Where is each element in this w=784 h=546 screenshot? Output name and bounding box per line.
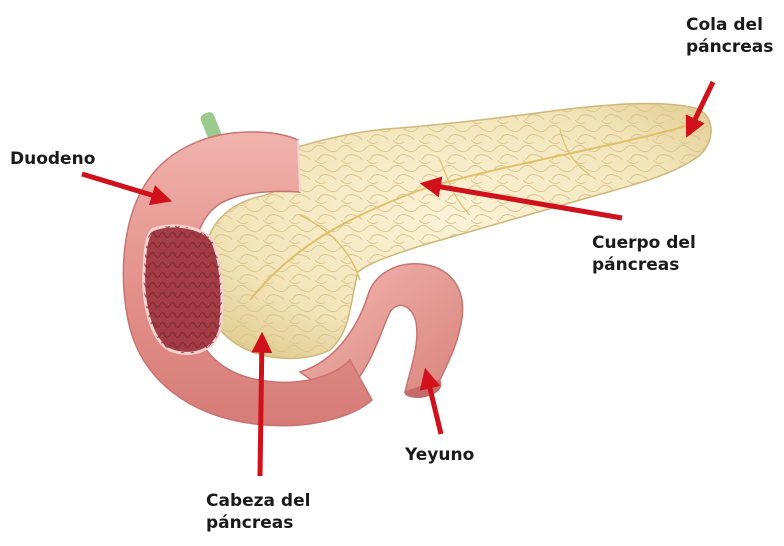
arrow-cabeza	[260, 336, 262, 476]
label-cabeza-del-pancreas: Cabeza del páncreas	[206, 490, 310, 534]
label-cola-del-pancreas: Cola del páncreas	[686, 14, 773, 58]
label-cuerpo-del-pancreas: Cuerpo del páncreas	[592, 232, 696, 276]
label-duodeno: Duodeno	[10, 148, 95, 170]
label-yeyuno: Yeyuno	[405, 444, 474, 466]
